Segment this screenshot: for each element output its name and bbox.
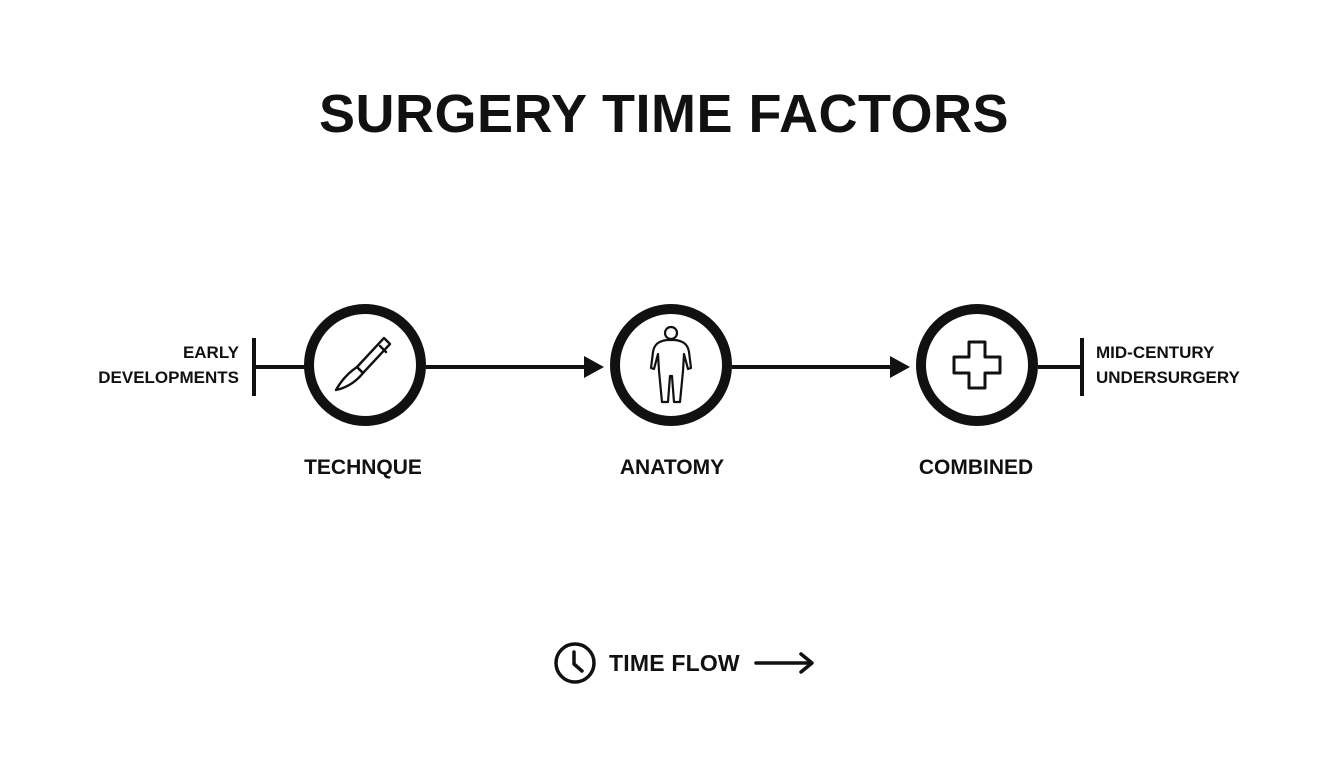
start-marker: [252, 338, 306, 396]
stage-label-combined: COMBINED: [918, 456, 1034, 479]
scalpel-icon: [334, 336, 392, 392]
medical-cross-icon: [952, 340, 1002, 390]
arrow-technique-to-anatomy: [426, 356, 604, 378]
end-label-line-2: UNDERSURGERY: [1096, 368, 1240, 387]
stage-node-anatomy: [610, 304, 732, 426]
start-label-line-1: EARLY: [182, 343, 239, 362]
end-marker: [1038, 338, 1084, 396]
human-figure-icon: [649, 325, 693, 404]
timeline-start-label: EARLY DEVELOPMENTS: [98, 340, 239, 390]
arrow-anatomy-to-combined: [732, 356, 910, 378]
stage-node-combined: [916, 304, 1038, 426]
stage-label-technique: TECHNQUE: [304, 456, 422, 479]
start-label-line-2: DEVELOPMENTS: [98, 368, 239, 387]
timeline-end-label: MID-CENTURY UNDERSURGERY: [1096, 340, 1240, 390]
clock-icon: [554, 642, 596, 684]
time-flow-legend: TIME FLOW: [553, 641, 816, 685]
end-label-line-1: MID-CENTURY: [1096, 343, 1215, 362]
time-flow-label: TIME FLOW: [609, 649, 740, 676]
stage-label-anatomy: ANATOMY: [619, 456, 725, 479]
arrow-right-icon: [754, 652, 814, 674]
page-title: SURGERY TIME FACTORS: [318, 84, 1010, 144]
stage-node-technique: [304, 304, 426, 426]
